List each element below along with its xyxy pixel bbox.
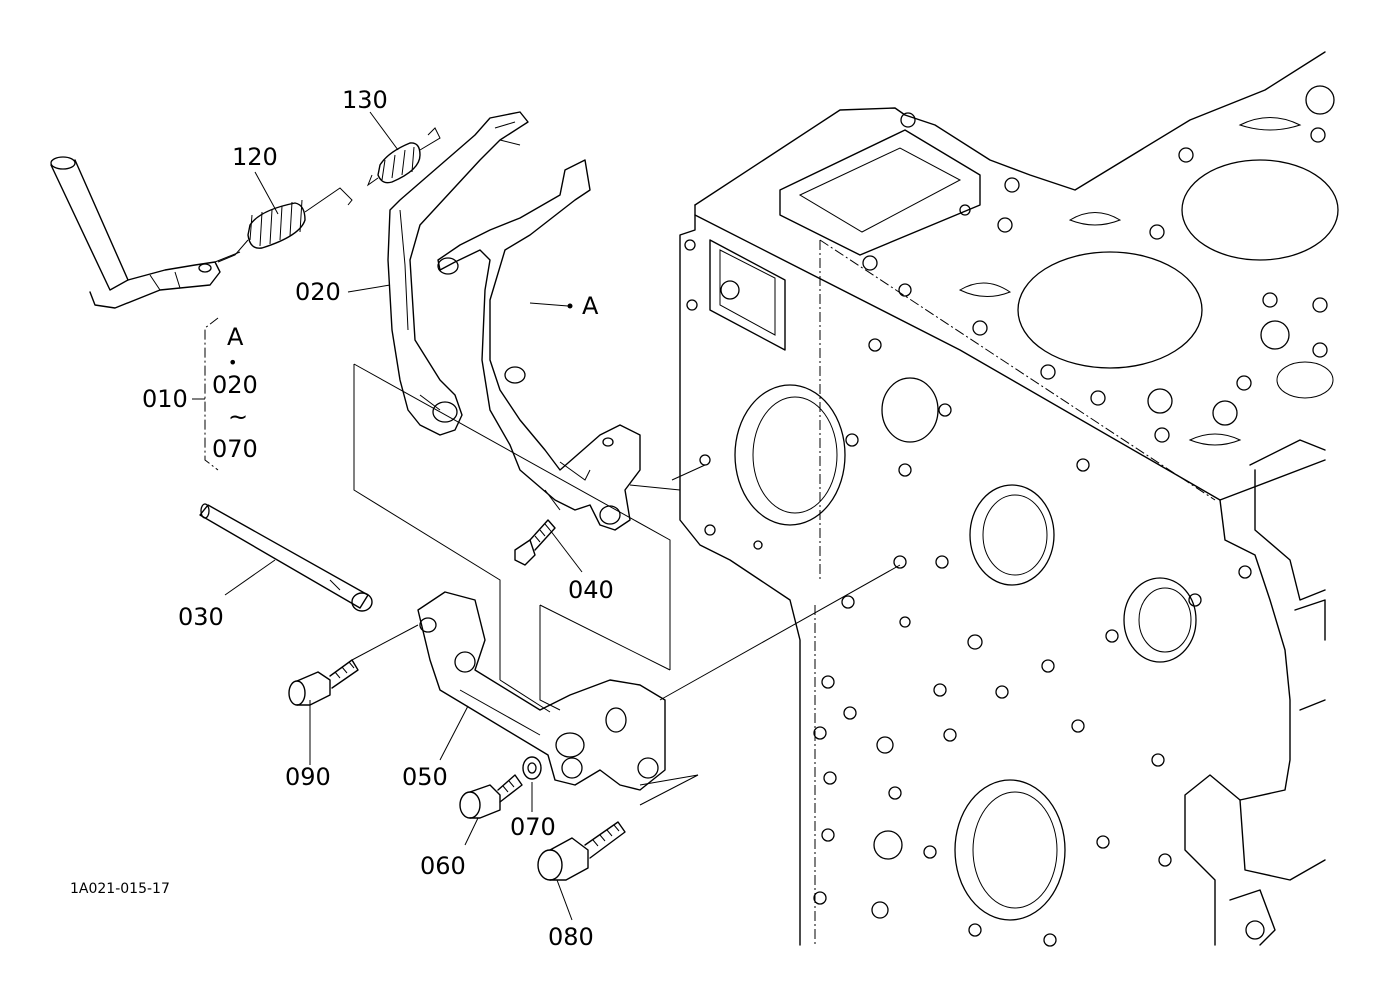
callout-040: 040 bbox=[568, 576, 614, 604]
drawing-code: 1A021-015-17 bbox=[70, 881, 170, 897]
engine-block bbox=[679, 51, 1339, 947]
bolt-060 bbox=[459, 774, 523, 819]
range-tilde: ~ bbox=[228, 403, 248, 431]
callout-leaders bbox=[192, 111, 583, 921]
spring-120 bbox=[217, 187, 353, 263]
fork-lever-A bbox=[437, 159, 641, 531]
range-from-label: 020 bbox=[212, 371, 258, 399]
bolt-040 bbox=[514, 519, 556, 566]
lever-020 bbox=[387, 111, 529, 436]
bolt-090 bbox=[288, 659, 359, 706]
bracket-050 bbox=[417, 591, 666, 791]
callout-120: 120 bbox=[232, 143, 278, 171]
shaft-030 bbox=[199, 503, 373, 612]
callout-050: 050 bbox=[402, 763, 448, 791]
spring-130 bbox=[366, 127, 441, 187]
governor-shaft bbox=[50, 156, 221, 309]
callout-060: 060 bbox=[420, 852, 466, 880]
leader-lines bbox=[214, 251, 901, 806]
callout-020: 020 bbox=[295, 278, 341, 306]
callout-A: A bbox=[582, 292, 599, 320]
bolt-080 bbox=[537, 821, 626, 881]
callout-130: 130 bbox=[342, 86, 388, 114]
callout-A-dot bbox=[567, 303, 573, 309]
range-top-label: A bbox=[227, 323, 244, 351]
callout-070: 070 bbox=[510, 813, 556, 841]
washer-070 bbox=[522, 756, 542, 780]
callout-080: 080 bbox=[548, 923, 594, 951]
callout-030: 030 bbox=[178, 603, 224, 631]
callout-010: 010 bbox=[142, 385, 188, 413]
range-bracket bbox=[204, 317, 219, 471]
range-to-label: 070 bbox=[212, 435, 258, 463]
callout-090: 090 bbox=[285, 763, 331, 791]
range-dot: • bbox=[228, 353, 237, 372]
